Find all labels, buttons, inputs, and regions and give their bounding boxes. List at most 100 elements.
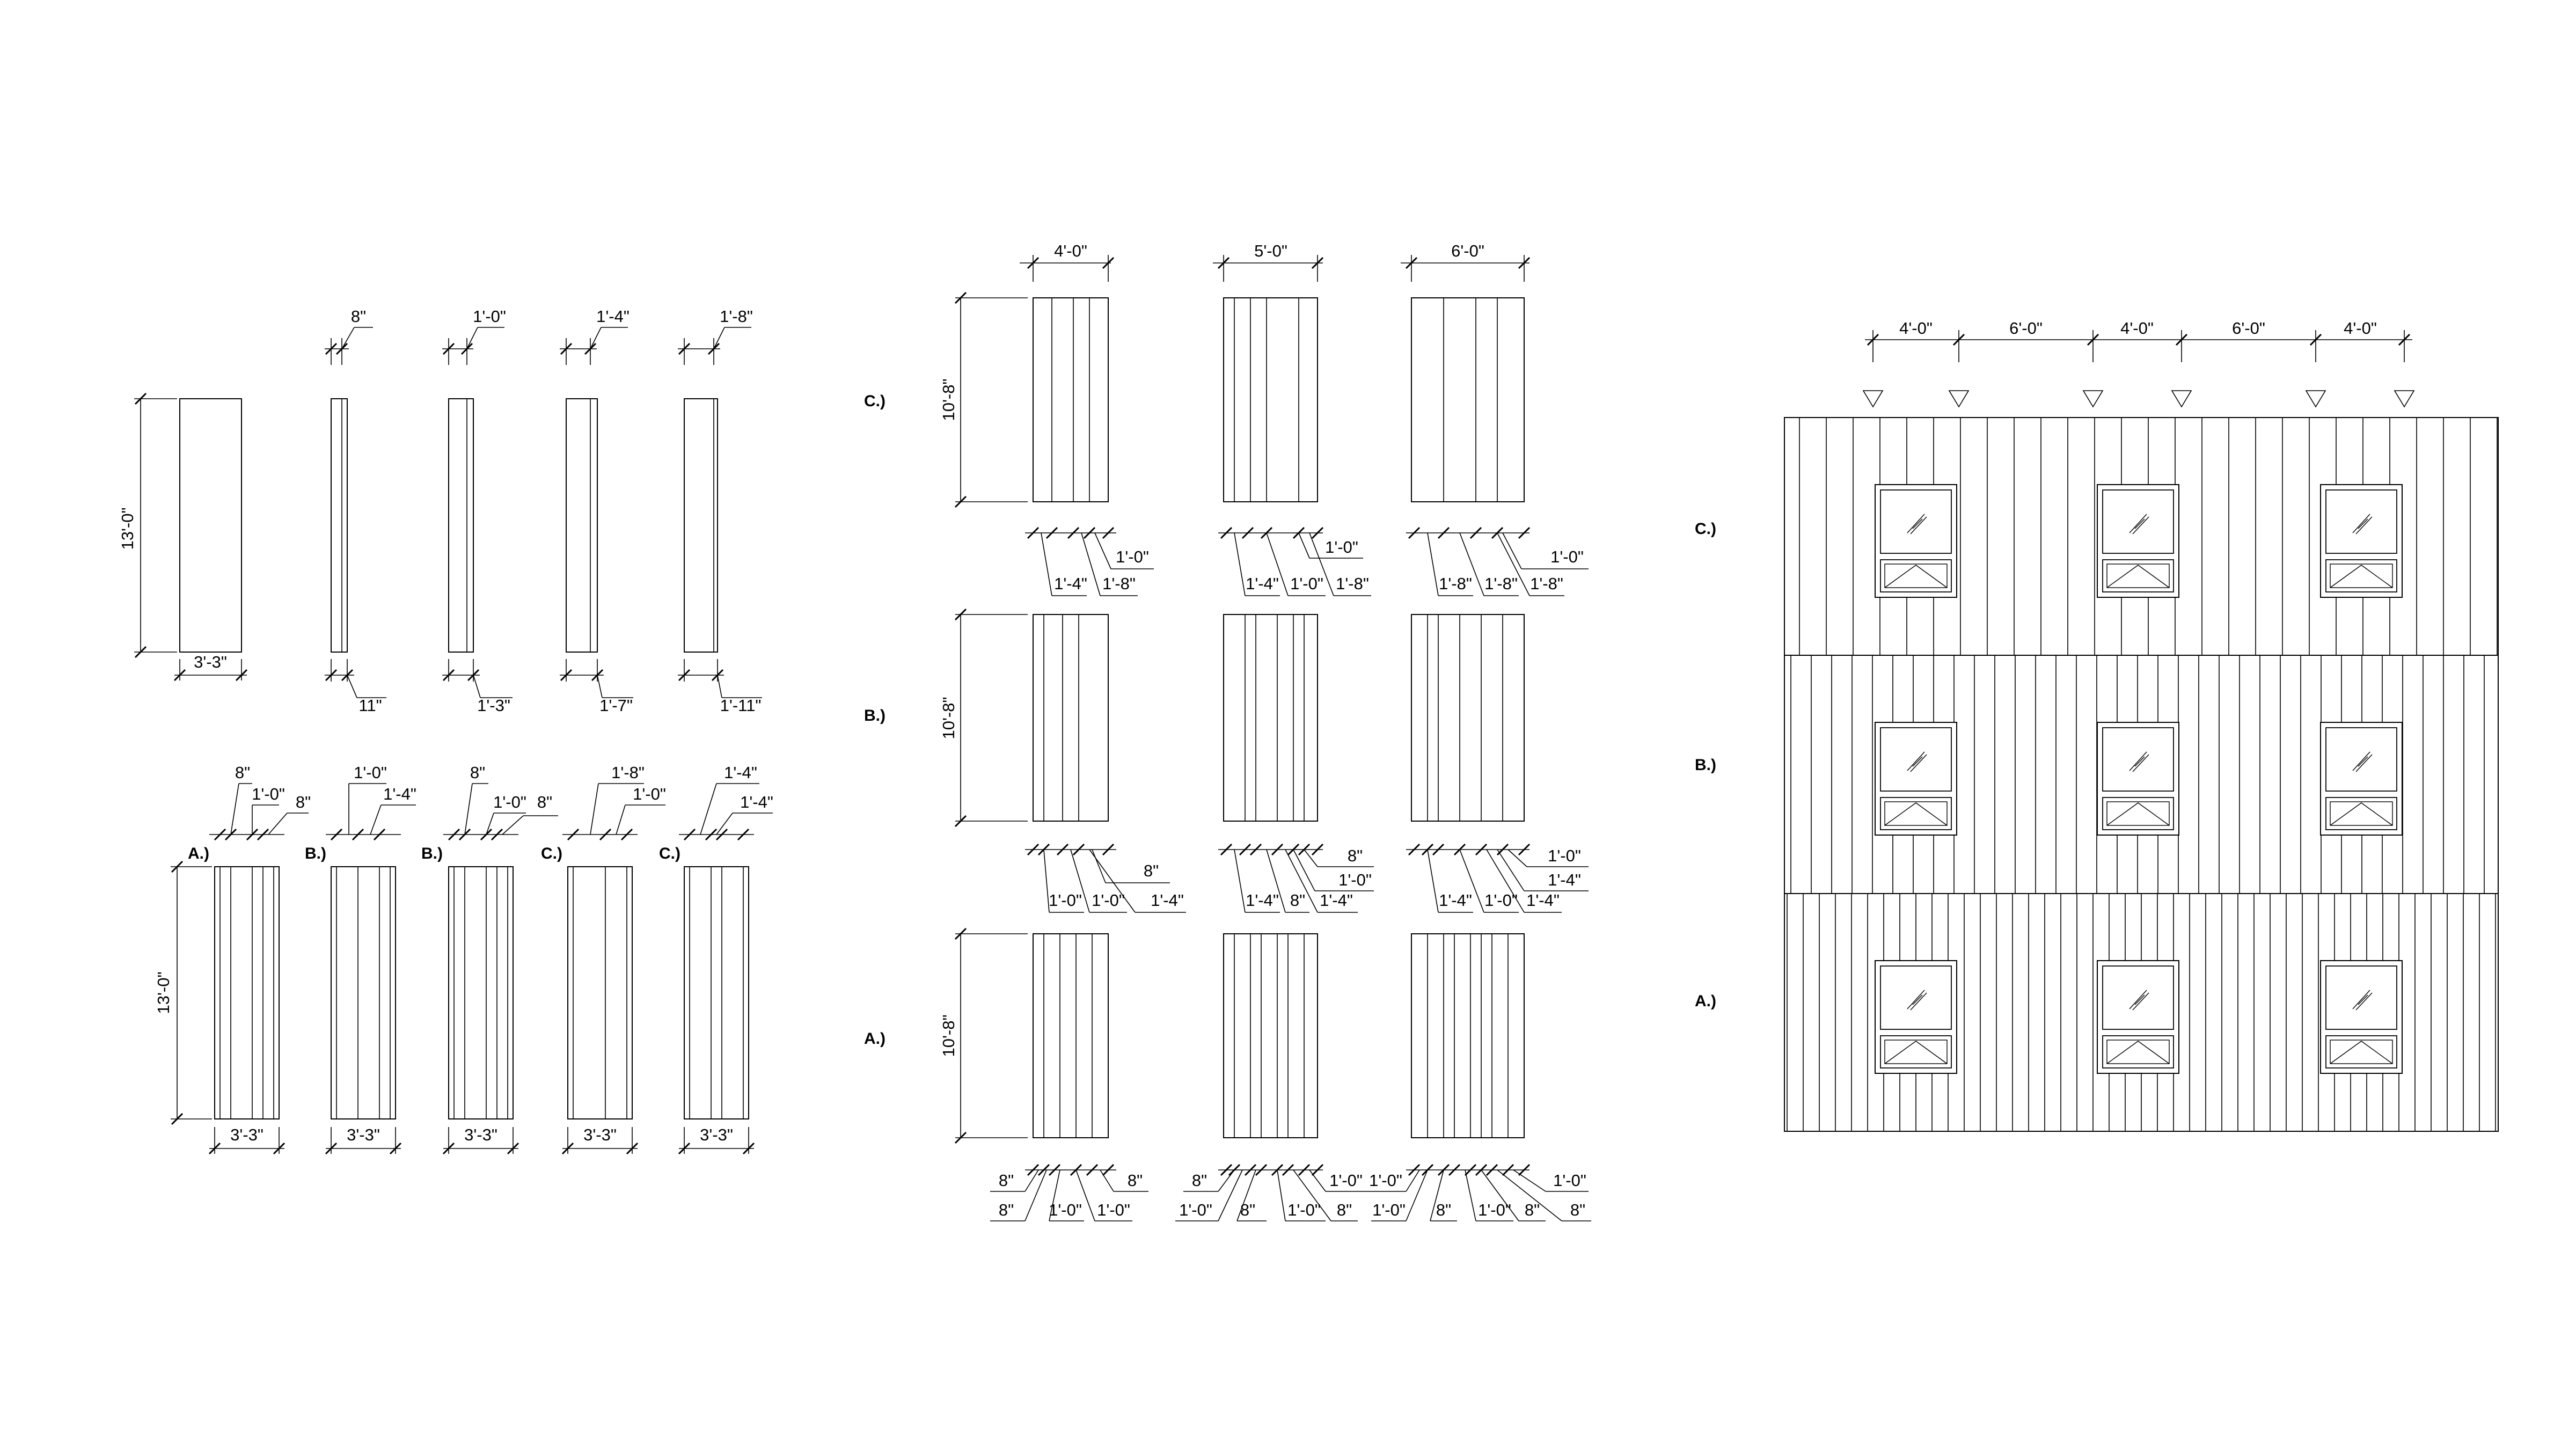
- assembly-5-width-dim: 3'-3": [700, 1125, 733, 1144]
- module-row-c-group-3-lower-dim-2: 1'-8": [1484, 574, 1518, 593]
- module-row-b-group-3-lower-dim-2: 1'-0": [1484, 891, 1518, 910]
- assembly-2-top-dim-2: 1'-4": [383, 785, 416, 803]
- elevation-section: 4'-0" 6'-0" 4'-0" 6'-0" 4'-0" C.) B.) A.…: [1695, 319, 2499, 1132]
- assembly-2: B.) 1'-0" 1'-4" 3'-3": [305, 763, 416, 1155]
- base-panel-width-dim: 3'-3": [194, 653, 227, 671]
- module-row-a-group-1-left-dim-1: 8": [999, 1171, 1014, 1190]
- profile-panel-1-bottom-dim: 11": [358, 696, 382, 715]
- module-row-c-group-3-lower-dim-3: 1'-8": [1530, 574, 1563, 593]
- assembly-3-width-dim: 3'-3": [464, 1125, 497, 1144]
- elevation-top-dim-4: 6'-0": [2232, 319, 2265, 338]
- assembly-1-top-dim-1: 8": [235, 763, 250, 782]
- profile-panel-2-bottom-dim: 1'-3": [477, 696, 510, 715]
- window-icon: [2097, 960, 2179, 1074]
- module-row-b-group-3-lower-dim-3: 1'-4": [1526, 891, 1560, 910]
- module-row-a-group-1-lower-dim-1: 1'-0": [1049, 1201, 1082, 1219]
- module-row-c: C.) 10'-8" 1'-0": [864, 291, 1589, 596]
- assembly-5-top-dim-1: 1'-4": [724, 763, 757, 782]
- module-row-b-label: B.): [864, 707, 885, 724]
- module-row-b-group-2-upper-dim-2: 1'-0": [1338, 870, 1372, 889]
- assembly-1-width-dim: 3'-3": [230, 1125, 264, 1144]
- module-row-a-group-3-left-dim-1: 1'-0": [1369, 1171, 1402, 1190]
- elevation-row-a-label: A.): [1695, 992, 1716, 1010]
- marker-triangle-icon: [2171, 390, 2192, 408]
- window-icon: [2320, 960, 2403, 1074]
- module-row-a-group-2-right-dim: 1'-0": [1329, 1171, 1363, 1190]
- module-row-a-group-3-lower-dim-1: 8": [1436, 1201, 1451, 1219]
- assemblies-height-dimension: 13'-0": [154, 860, 212, 1125]
- elevation-row-c-label: C.): [1695, 520, 1716, 538]
- module-row-b-group-3-upper-dim-1: 1'-0": [1548, 846, 1581, 865]
- assembly-3-top-dim-1: 8": [470, 763, 485, 782]
- assembly-3-top-dim-3: 8": [537, 793, 552, 811]
- module-row-a-group-2-left-dim-2: 1'-0": [1179, 1201, 1212, 1219]
- elevation-top-dim-2: 6'-0": [2009, 319, 2043, 338]
- assembly-5-top-dim-2: 1'-4": [740, 793, 773, 811]
- assembly-1-top-dim-3: 8": [296, 793, 311, 811]
- elevation-top-dim-5: 4'-0": [2344, 319, 2377, 338]
- marker-triangle-icon: [2305, 390, 2326, 408]
- module-row-c-group-3-lower-dim-1: 1'-8": [1439, 574, 1472, 593]
- elevation-top-dim-1: 4'-0": [1899, 319, 1933, 338]
- assembly-2-top-dim-1: 1'-0": [354, 763, 387, 782]
- assembly-2-label: B.): [305, 845, 326, 862]
- module-width-dim-1: 4'-0": [1054, 241, 1087, 260]
- module-row-a-height-dim: 10'-8": [939, 1015, 958, 1057]
- module-row-b-group-3-lower-dim-1: 1'-4": [1439, 891, 1472, 910]
- module-row-b-group-1-upper-dim: 8": [1144, 861, 1159, 880]
- marker-triangle-icon: [1862, 390, 1884, 408]
- profile-panel-2: 1'-0" 1'-3": [442, 307, 513, 715]
- module-row-a-group-1-right-dim: 8": [1128, 1171, 1143, 1190]
- assembly-1-label: A.): [188, 845, 209, 862]
- module-row-b: B.) 10'-8": [864, 608, 1589, 913]
- window-icon: [2097, 722, 2179, 836]
- base-panel-height-dim: 13'-0": [118, 508, 137, 550]
- profile-panel-3: 1'-4" 1'-7": [560, 307, 633, 715]
- assembly-2-width-dim: 3'-3": [347, 1125, 380, 1144]
- module-row-a-group-3-left-dim-2: 1'-0": [1372, 1201, 1406, 1219]
- module-row-c-group-2-lower-dim-1: 1'-4": [1246, 574, 1279, 593]
- module-row-a-group-2-lower-dim-3: 8": [1337, 1201, 1352, 1219]
- profile-panel-4: 1'-8" 1'-11": [678, 307, 762, 715]
- facade-windows: [1875, 484, 2403, 1074]
- module-row-a-group-1-left-dim-2: 8": [999, 1201, 1014, 1219]
- window-icon: [2097, 484, 2179, 598]
- module-width-dim-2: 5'-0": [1254, 241, 1287, 260]
- assembly-4-label: C.): [541, 845, 562, 862]
- marker-triangle-icon: [2394, 390, 2415, 408]
- module-row-b-group-1-lower-dim-1: 1'-0": [1049, 891, 1082, 910]
- module-row-a-group-3-lower-dim-3: 8": [1525, 1201, 1540, 1219]
- profile-panel-4-bottom-dim: 1'-11": [720, 696, 762, 715]
- assembly-5: C.) 1'-4" 1'-4" 3'-3": [659, 763, 773, 1155]
- marker-triangle-icon: [1948, 390, 1970, 408]
- module-row-a-group-1-lower-dim-2: 1'-0": [1097, 1201, 1130, 1219]
- module-row-c-group-1-upper-dim: 1'-0": [1116, 547, 1149, 566]
- module-row-b-group-1-lower-dim-2: 1'-0": [1092, 891, 1125, 910]
- assembly-1: A.) 8" 1'-0" 8" 3'-3": [188, 763, 311, 1155]
- elevation-markers: [1862, 390, 2415, 408]
- profile-panel-1-top-dim: 8": [351, 307, 366, 326]
- assembly-1-top-dim-2: 1'-0": [252, 785, 285, 803]
- module-row-a-group-3-lower-dim-4: 8": [1570, 1201, 1585, 1219]
- profile-panel-2-top-dim: 1'-0": [473, 307, 506, 326]
- module-row-c-group-2-lower-dim-2: 1'-0": [1290, 574, 1323, 593]
- assembly-3-label: B.): [421, 845, 443, 862]
- profile-panel-1: 8" 11": [325, 307, 386, 715]
- module-row-c-height-dim: 10'-8": [939, 379, 958, 421]
- elevation-row-b-label: B.): [1695, 756, 1716, 774]
- assembly-4-top-dim-1: 1'-8": [611, 763, 645, 782]
- elevation-top-dims: 4'-0" 6'-0" 4'-0" 6'-0" 4'-0": [1865, 319, 2412, 362]
- assembly-4-top-dim-2: 1'-0": [633, 785, 666, 803]
- module-row-c-label: C.): [864, 392, 885, 410]
- profile-panel-3-top-dim: 1'-4": [596, 307, 630, 326]
- module-row-c-group-3-upper-dim: 1'-0": [1550, 547, 1584, 566]
- assemblies-height-dim: 13'-0": [154, 972, 173, 1014]
- marker-triangle-icon: [2082, 390, 2104, 408]
- module-row-c-group-1-lower-dim-2: 1'-8": [1102, 574, 1136, 593]
- modules-section: 4'-0" 5'-0" 6'-0" C.) 10'-8": [864, 241, 1591, 1221]
- module-row-b-group-2-lower-dim-2: 8": [1290, 891, 1305, 910]
- module-row-b-group-2-lower-dim-1: 1'-4": [1246, 891, 1279, 910]
- module-width-dims: 4'-0" 5'-0" 6'-0": [1020, 241, 1531, 282]
- window-icon: [2320, 722, 2403, 836]
- assembly-4-width-dim: 3'-3": [583, 1125, 617, 1144]
